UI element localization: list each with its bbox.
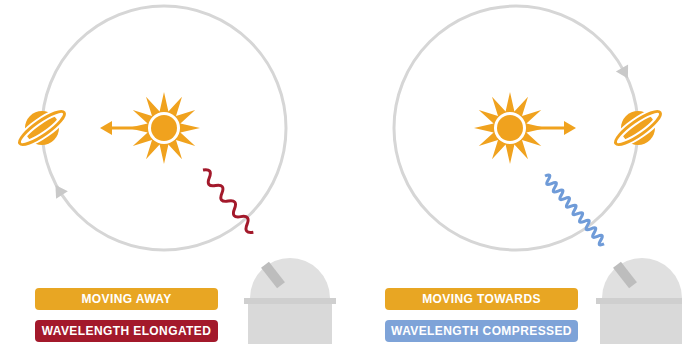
observatory-dome (602, 258, 682, 298)
pill-label: MOVING AWAY (81, 292, 171, 306)
star-symbol (474, 92, 546, 164)
planet-symbol (16, 107, 68, 149)
wavelength-pill: WAVELENGTH ELONGATED (35, 320, 218, 342)
orbit-circle (394, 6, 638, 250)
observatory-slit (613, 262, 637, 289)
status-pill: MOVING AWAY (35, 288, 218, 310)
status-pill: MOVING TOWARDS (385, 288, 578, 310)
star-core (497, 115, 523, 141)
light-wave (200, 167, 257, 235)
planet-ring-gap (612, 107, 664, 149)
observatory-symbol (596, 258, 682, 344)
star-core (151, 115, 177, 141)
observatory-building (600, 304, 682, 344)
observatory-building (248, 304, 332, 344)
planet-symbol (612, 107, 664, 149)
motion-arrowhead (564, 121, 576, 135)
observatory-dome (250, 258, 330, 298)
pill-label: WAVELENGTH COMPRESSED (391, 324, 572, 338)
observatory-ledge (244, 298, 336, 304)
motion-arrowhead (100, 121, 112, 135)
star-rays (474, 92, 546, 164)
pill-label: WAVELENGTH ELONGATED (42, 324, 212, 338)
observatory-symbol (244, 258, 336, 344)
light-wave (542, 173, 607, 246)
orbit-arrowhead (616, 65, 628, 79)
planet-ring-gap (16, 107, 68, 149)
wavelength-pill: WAVELENGTH COMPRESSED (385, 320, 578, 342)
observatory-slit (261, 262, 285, 289)
star-ring (494, 112, 526, 144)
orbit-arrowhead (55, 185, 68, 199)
star-ring (148, 112, 180, 144)
pill-label: MOVING TOWARDS (422, 292, 541, 306)
planet-ring (612, 107, 664, 149)
star-symbol (128, 92, 200, 164)
short-wave (542, 173, 607, 246)
orbit-circle (42, 6, 286, 250)
long-wave (200, 167, 257, 235)
planet-ring (16, 107, 68, 149)
observatory-ledge (596, 298, 682, 304)
star-rays (128, 92, 200, 164)
